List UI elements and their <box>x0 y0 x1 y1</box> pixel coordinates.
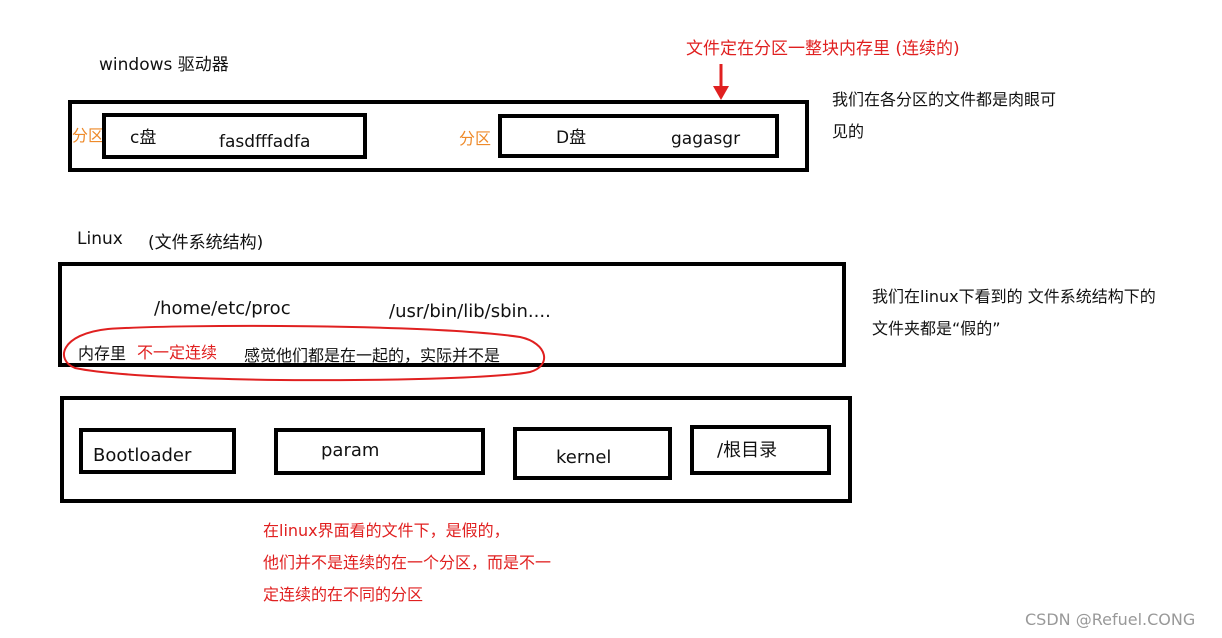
memory-note: 感觉他们都是在一起的，实际并不是 <box>244 346 501 365</box>
partition-c-content: fasdfffadfa <box>219 132 311 152</box>
windows-side-note-1: 我们在各分区的文件都是肉眼可 <box>832 90 1057 109</box>
bottom-note-2: 他们并不是连续的在一个分区，而是不一 <box>263 553 552 572</box>
path-right: /usr/bin/lib/sbin.... <box>389 301 551 322</box>
windows-label: windows 驱动器 <box>99 55 229 75</box>
partition-c-tag: 分区 <box>72 126 105 145</box>
block-root <box>690 425 831 475</box>
partition-d-content: gagasgr <box>671 129 741 149</box>
boot-layout-box <box>60 396 852 503</box>
partition-d-drive: D盘 <box>556 128 587 148</box>
memory-label: 内存里 <box>78 344 127 363</box>
path-left: /home/etc/proc <box>154 298 291 319</box>
partition-d-tag: 分区 <box>459 129 492 148</box>
bottom-note-3: 定连续的在不同的分区 <box>263 585 424 604</box>
watermark: CSDN @Refuel.CONG <box>1025 610 1196 629</box>
block-kernel-label: kernel <box>556 447 612 468</box>
linux-side-note-1: 我们在linux下看到的 文件系统结构下的 <box>872 287 1156 306</box>
memory-noncontiguous: 不一定连续 <box>137 343 218 362</box>
block-bootloader-label: Bootloader <box>93 445 192 466</box>
windows-drive-box <box>68 100 809 172</box>
contiguous-note: 文件定在分区一整块内存里 (连续的) <box>686 39 960 59</box>
linux-sublabel: (文件系统结构) <box>148 233 264 253</box>
block-root-label: /根目录 <box>717 440 778 461</box>
partition-c-box <box>102 113 367 159</box>
block-bootloader <box>79 428 236 474</box>
block-param <box>274 428 485 475</box>
partition-d-box <box>498 114 779 158</box>
partition-c-drive: c盘 <box>130 128 157 148</box>
bottom-note-1: 在linux界面看的文件下，是假的， <box>263 521 510 540</box>
linux-filesystem-box <box>58 262 846 367</box>
block-kernel <box>513 427 672 480</box>
linux-label: Linux <box>77 229 123 249</box>
block-param-label: param <box>321 440 380 461</box>
linux-side-note-2: 文件夹都是“假的” <box>872 319 1001 338</box>
windows-side-note-2: 见的 <box>832 122 865 141</box>
